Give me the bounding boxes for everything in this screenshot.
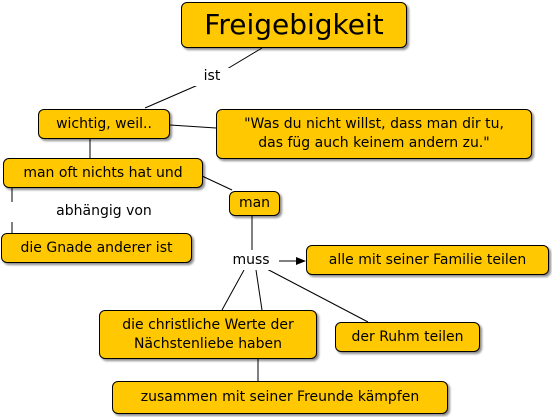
line-wichtig-to-quote (169, 124, 217, 129)
link-muss: muss (223, 252, 279, 270)
arrowhead-familie (296, 257, 306, 265)
concept-christliche-werte[interactable]: die christliche Werte der Nächstenliebe … (99, 310, 317, 359)
line-ist-to-wichtig (144, 84, 199, 109)
concept-gnade[interactable]: die Gnade anderer ist (1, 233, 192, 263)
concept-freigebigkeit[interactable]: Freigebigkeit (181, 2, 407, 48)
concept-nichts-hat[interactable]: man oft nichts hat und (3, 158, 203, 188)
concept-freunde-kaempfen[interactable]: zusammen mit seiner Freunde kämpfen (112, 381, 448, 414)
concept-wichtig-weil[interactable]: wichtig, weil.. (38, 109, 170, 139)
link-ist: ist (194, 68, 230, 86)
concept-quote[interactable]: "Was du nicht willst, dass man dir tu, d… (216, 109, 532, 159)
concept-ruhm[interactable]: der Ruhm teilen (335, 322, 480, 352)
line-muss-to-werte-left (221, 269, 245, 311)
concept-man[interactable]: man (229, 191, 280, 216)
concept-familie[interactable]: alle mit seiner Familie teilen (306, 245, 549, 275)
line-muss-to-werte-right (255, 269, 263, 311)
link-abhaengig-von: abhängig von (44, 203, 164, 221)
line-nichtshat-to-man (201, 175, 233, 191)
line-muss-to-ruhm (264, 267, 369, 323)
